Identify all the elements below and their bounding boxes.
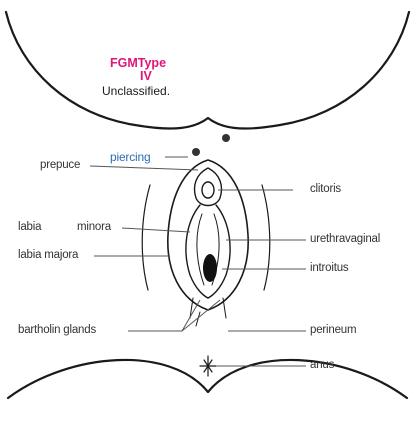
label-minora: minora: [77, 222, 111, 234]
title-line-1: FGMType: [110, 57, 166, 70]
introitus-opening: [203, 254, 217, 282]
label-piercing: piercing: [110, 151, 150, 163]
piercing-bead-bottom: [192, 148, 200, 156]
piercing-bead-top: [222, 134, 230, 142]
prepuce-hood: [195, 168, 222, 206]
title-line-2: IV: [140, 70, 152, 83]
bartholin-leader-b: [182, 300, 220, 331]
title-line-3: Unclassified.: [102, 85, 170, 97]
label-urethravaginal: urethravaginal: [310, 234, 380, 246]
labia-minora-leader: [122, 228, 190, 232]
bartholin-leader-a: [182, 300, 200, 331]
prepuce-leader: [90, 166, 198, 170]
label-perineum: perineum: [310, 325, 356, 337]
label-labia: labia: [18, 222, 41, 234]
label-bartholin-glands: bartholin glands: [18, 325, 96, 337]
clitoris-shape: [202, 182, 214, 198]
anus-mark: [200, 356, 216, 376]
label-introitus: introitus: [310, 263, 348, 275]
upper-body-contour: [6, 12, 409, 129]
label-clitoris: clitoris: [310, 184, 341, 196]
label-prepuce: prepuce: [40, 160, 80, 172]
label-labia-majora: labia majora: [18, 250, 78, 262]
right-thigh-fold: [262, 185, 270, 290]
label-anus: anus: [310, 360, 334, 372]
left-thigh-fold: [142, 185, 150, 290]
